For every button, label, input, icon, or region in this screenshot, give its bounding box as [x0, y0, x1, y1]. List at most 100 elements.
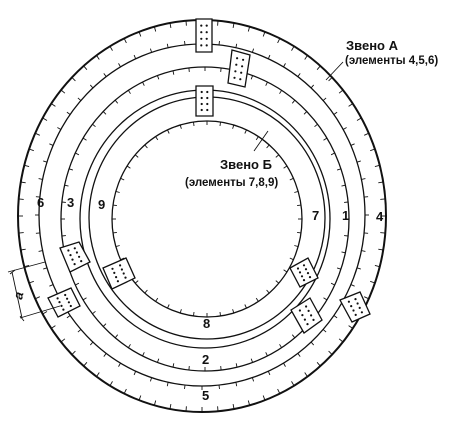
element-label-7: 7 — [312, 208, 319, 223]
joint-dot — [236, 57, 239, 60]
scale-tick — [42, 311, 48, 315]
scale-tick — [348, 103, 353, 107]
scale-tick — [123, 388, 127, 394]
scale-tick — [155, 297, 159, 302]
joint-dot — [205, 44, 208, 47]
scale-tick — [250, 75, 254, 80]
joint-dot — [234, 70, 237, 73]
scale-tick — [51, 103, 56, 107]
scale-tick — [247, 26, 251, 32]
scale-tick — [251, 377, 255, 382]
joint-dot — [354, 298, 357, 301]
joint-dot — [242, 58, 245, 61]
link-a-elements: (элементы 4,5,6) — [345, 55, 438, 67]
scale-tick — [247, 400, 251, 406]
scale-tick — [193, 121, 195, 127]
joint-right-middle — [290, 297, 323, 334]
scale-tick — [82, 137, 87, 141]
scale-tick — [89, 84, 94, 89]
scale-tick — [138, 395, 142, 401]
scale-tick — [138, 31, 142, 37]
scale-tick — [218, 385, 220, 390]
scale-ticks — [18, 20, 386, 412]
scale-tick — [38, 178, 43, 180]
joint-dot — [310, 314, 313, 317]
scale-tick — [364, 132, 369, 136]
scale-tick — [374, 264, 380, 268]
scale-tick — [330, 152, 335, 156]
scale-tick — [361, 250, 366, 252]
joint-dot — [200, 102, 203, 106]
joint-dot — [206, 90, 209, 94]
scale-tick — [142, 352, 145, 357]
joint-dot — [306, 272, 310, 275]
scale-tick — [57, 127, 62, 130]
scale-tick — [218, 40, 220, 45]
scale-tick — [255, 136, 259, 141]
link-a-leader — [325, 61, 344, 81]
scale-tick — [134, 280, 139, 284]
scale-tick — [283, 269, 288, 273]
scale-tick — [341, 184, 346, 187]
scale-tick — [38, 250, 43, 252]
scale-tick — [142, 81, 145, 86]
scale-tick — [255, 297, 259, 302]
joint-dot — [78, 255, 81, 258]
scale-tick — [179, 124, 182, 129]
scale-tick — [283, 165, 288, 169]
scale-tick — [289, 177, 294, 181]
scale-tick — [279, 90, 282, 94]
scale-tick — [35, 132, 40, 136]
scale-tick — [267, 371, 271, 376]
scale-tick — [265, 352, 268, 357]
joint-top-middle — [227, 49, 251, 88]
scale-tick — [115, 190, 120, 193]
scale-tick — [24, 264, 30, 268]
joint-dot — [205, 24, 208, 27]
joint-dot — [200, 44, 203, 47]
scale-tick — [378, 181, 384, 184]
joint-dot — [116, 280, 119, 283]
scale-tick — [144, 289, 148, 294]
scale-tick — [172, 363, 175, 368]
scale-tick — [153, 26, 157, 32]
joint-dot — [205, 31, 208, 34]
scale-tick — [283, 63, 286, 68]
scale-tick — [232, 309, 235, 314]
scale-tick — [370, 148, 376, 152]
scale-tick — [156, 358, 160, 363]
scale-tick — [123, 38, 127, 44]
joint-dot — [56, 297, 59, 300]
scale-tick — [294, 190, 299, 193]
joint-dot — [305, 305, 308, 308]
scale-tick — [64, 184, 69, 187]
scale-tick — [356, 117, 362, 121]
scale-tick — [153, 400, 157, 406]
scale-tick — [156, 75, 160, 80]
scale-tick — [43, 267, 48, 270]
scale-tick — [71, 77, 76, 82]
joint-dot — [206, 102, 209, 106]
joint-dot — [111, 267, 114, 270]
scale-tick — [184, 385, 186, 390]
scale-tick — [374, 164, 380, 168]
scale-tick — [378, 248, 384, 251]
scale-tick — [18, 232, 24, 234]
scale-tick — [262, 31, 266, 37]
joint-dot — [360, 311, 363, 314]
joint-dot — [206, 96, 209, 100]
joint-left-inner — [102, 257, 136, 290]
scale-tick — [244, 304, 247, 309]
scale-tick — [266, 144, 270, 149]
scale-tick — [43, 160, 48, 163]
joint-dot — [67, 249, 70, 252]
scale-tick — [314, 123, 318, 128]
joint-dot — [73, 247, 76, 250]
joint-right-outer — [339, 291, 371, 323]
scale-tick — [323, 297, 328, 301]
element-label-4: 4 — [376, 209, 384, 224]
scale-tick — [92, 123, 96, 128]
scale-tick — [133, 371, 137, 376]
scale-tick — [235, 43, 238, 48]
